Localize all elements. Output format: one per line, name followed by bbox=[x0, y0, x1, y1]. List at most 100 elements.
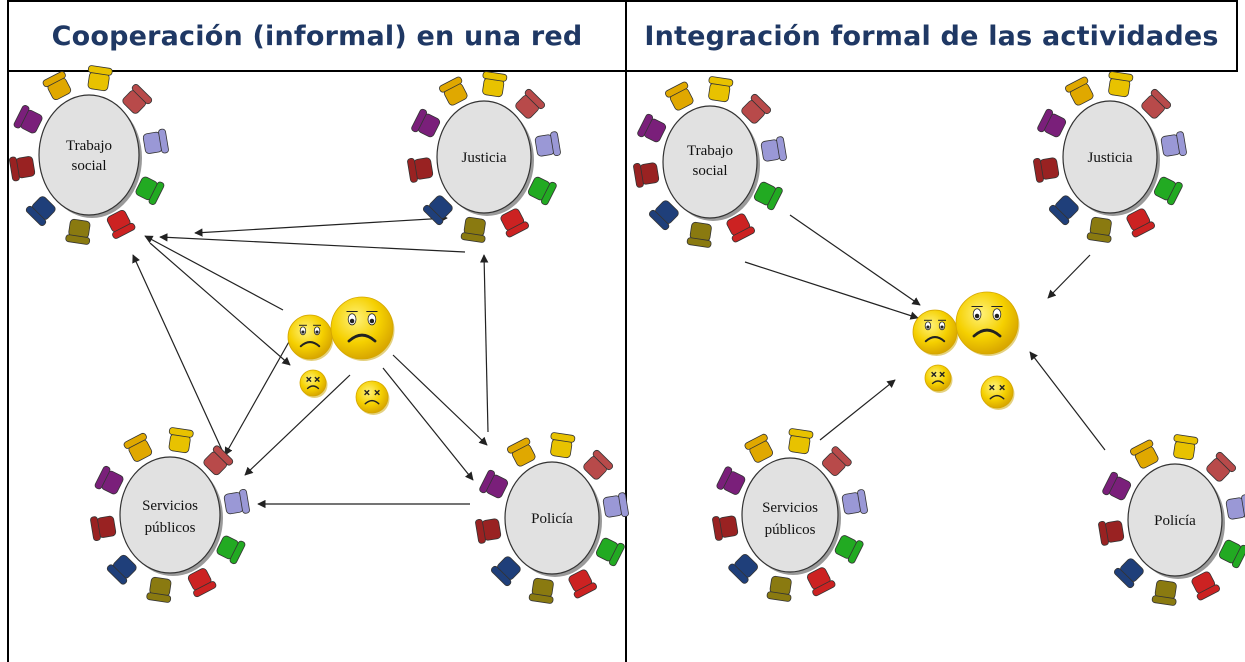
dizzy-face-icon bbox=[980, 375, 1015, 410]
table-top bbox=[436, 100, 532, 214]
chair-icon bbox=[505, 436, 539, 469]
table-top bbox=[1062, 100, 1158, 214]
chair-icon bbox=[711, 512, 740, 542]
chair-icon bbox=[89, 513, 118, 542]
chair-icon bbox=[145, 575, 175, 604]
chair-icon bbox=[1138, 87, 1173, 122]
table-top bbox=[38, 94, 140, 216]
dizzy-face-icon bbox=[355, 380, 390, 415]
sad-face-icon bbox=[955, 291, 1020, 356]
arrow-policia-to-justicia bbox=[479, 254, 489, 433]
chair-icon bbox=[12, 103, 45, 137]
chair-icon bbox=[406, 154, 435, 184]
arrow-justicia-to-trabajo bbox=[159, 233, 466, 253]
chair-icon bbox=[84, 64, 114, 93]
chair-icon bbox=[1128, 438, 1162, 471]
table-top bbox=[741, 457, 839, 573]
chair-icon bbox=[632, 159, 661, 189]
emoji-cluster-left bbox=[287, 296, 395, 415]
arrow-trabajo-to-center-2 bbox=[744, 261, 919, 320]
table-policia: Policía bbox=[474, 431, 630, 605]
chair-icon bbox=[738, 92, 773, 127]
arrow-emoji-to-policia-2 bbox=[382, 367, 474, 481]
chair-icon bbox=[200, 444, 235, 479]
chair-icon bbox=[601, 491, 630, 521]
panel-title-right: Integración formal de las actividades bbox=[625, 0, 1238, 72]
chair-icon bbox=[421, 192, 456, 227]
chair-icon bbox=[512, 87, 547, 122]
table-justicia: Justicia bbox=[1032, 70, 1188, 244]
integration-arrows bbox=[744, 214, 1106, 451]
chair-icon bbox=[1101, 470, 1134, 504]
arrow-servicios-to-center bbox=[819, 379, 896, 441]
arrow-justicia-to-center bbox=[1047, 254, 1091, 299]
table-label-line2: social bbox=[72, 158, 107, 174]
chair-icon bbox=[580, 448, 615, 483]
dizzy-face-icon bbox=[299, 369, 328, 398]
table-servicios-publicos: Servicios públicos bbox=[89, 426, 251, 604]
chair-icon bbox=[528, 576, 557, 605]
chair-icon bbox=[478, 468, 511, 502]
chair-icon bbox=[410, 107, 443, 141]
network-arrows bbox=[132, 214, 489, 509]
chair-icon bbox=[686, 220, 715, 249]
sad-face-icon bbox=[287, 314, 334, 361]
table-justicia: Justicia bbox=[406, 70, 562, 244]
chair-icon bbox=[1097, 517, 1126, 547]
table-label-line1: Trabajo bbox=[66, 138, 112, 154]
chair-icon bbox=[222, 488, 251, 517]
chair-icon bbox=[1047, 192, 1082, 227]
chair-icon bbox=[1151, 578, 1180, 607]
chair-icon bbox=[647, 197, 682, 232]
chair-icon bbox=[479, 70, 508, 99]
table-label: Justicia bbox=[462, 150, 507, 166]
arrow-emoji-to-trabajo bbox=[144, 235, 284, 311]
chair-icon bbox=[785, 427, 814, 456]
center-divider bbox=[625, 72, 627, 662]
chair-icon bbox=[1105, 70, 1134, 99]
arrow-trabajo-justicia bbox=[194, 214, 448, 237]
table-label-line1: Servicios bbox=[762, 500, 818, 516]
table-label-line1: Trabajo bbox=[687, 143, 733, 159]
dizzy-face-icon bbox=[924, 364, 953, 393]
chair-icon bbox=[1224, 493, 1245, 523]
arrow-policia-to-center bbox=[1029, 351, 1106, 451]
chair-icon bbox=[105, 551, 140, 586]
chair-icon bbox=[1203, 450, 1238, 485]
chair-icon bbox=[1170, 433, 1199, 462]
arrow-emoji-to-servicios bbox=[224, 339, 291, 456]
right-panel-diagram: Trabajo social Justicia Servicios públic… bbox=[632, 70, 1245, 607]
chair-icon bbox=[663, 80, 697, 113]
chair-icon bbox=[460, 215, 489, 244]
chair-icon bbox=[1159, 130, 1188, 160]
table-servicios-publicos: Servicios públicos bbox=[711, 427, 869, 603]
emoji-cluster-right bbox=[912, 291, 1020, 410]
chair-icon bbox=[547, 431, 576, 460]
chair-icon bbox=[8, 153, 37, 182]
arrow-emoji-to-servicios-2 bbox=[244, 374, 351, 476]
arrow-emoji-to-policia bbox=[392, 354, 488, 446]
chair-icon bbox=[1032, 154, 1061, 184]
chair-icon bbox=[818, 444, 854, 480]
table-label: Policía bbox=[1154, 513, 1196, 529]
chair-icon bbox=[1036, 107, 1069, 141]
chair-icon bbox=[41, 69, 75, 103]
left-border bbox=[7, 72, 9, 662]
table-top bbox=[504, 461, 600, 575]
chair-icon bbox=[141, 128, 170, 157]
table-label-line1: Servicios bbox=[142, 498, 198, 514]
chair-icon bbox=[766, 574, 795, 603]
chair-icon bbox=[489, 553, 524, 588]
panel-title-left: Cooperación (informal) en una red bbox=[7, 0, 627, 72]
chair-icon bbox=[705, 75, 734, 104]
chair-icon bbox=[93, 464, 126, 498]
table-label: Justicia bbox=[1088, 150, 1133, 166]
chair-icon bbox=[743, 432, 777, 466]
chair-icon bbox=[165, 426, 195, 455]
chair-icon bbox=[24, 193, 59, 228]
chair-icon bbox=[715, 465, 748, 499]
chair-icon bbox=[840, 488, 869, 518]
chair-icon bbox=[1112, 555, 1147, 590]
